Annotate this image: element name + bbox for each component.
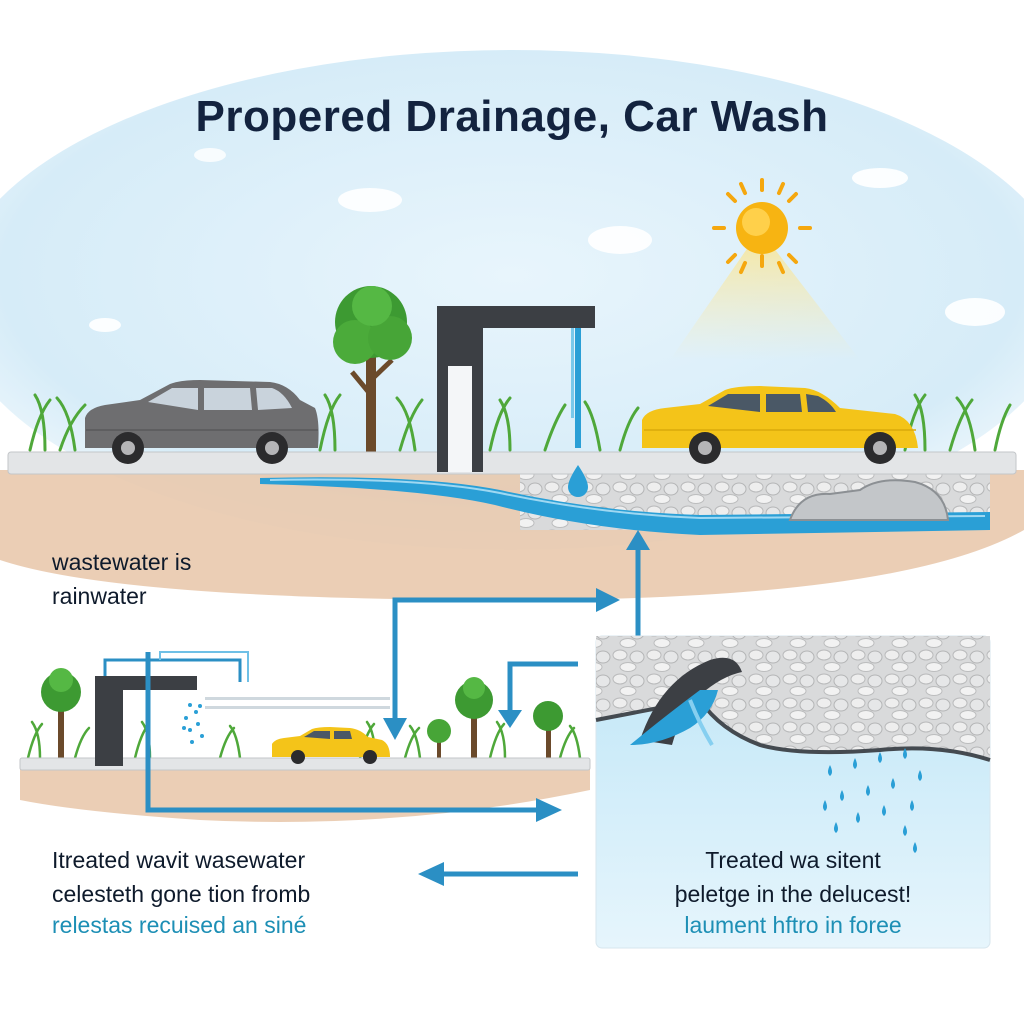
right-box-label-line2: þeletge in the delucest!	[674, 881, 912, 907]
lower-soil	[20, 768, 590, 822]
upper-left-label-line2: rainwater	[52, 583, 147, 609]
page-title: Propered Drainage, Car Wash	[195, 92, 829, 141]
flow-arrows	[145, 597, 600, 877]
lower-left-label-line1: Itreated wavit wasewater	[52, 847, 306, 873]
tree-icon	[333, 286, 412, 452]
upper-road	[7, 451, 1017, 475]
sun-icon	[670, 178, 860, 360]
right-box-label-line1: Treated wa sitent	[705, 847, 881, 873]
lower-yellow-car-icon	[272, 727, 390, 764]
lower-left-label-line3: relestas recuised an siné	[52, 912, 307, 938]
gray-car-icon	[85, 380, 319, 464]
upper-left-label-line1: wastewater is	[52, 549, 192, 575]
lower-road	[19, 757, 591, 771]
upper-grass	[28, 393, 1012, 452]
lower-wash-gantry-icon	[95, 651, 390, 766]
underground-stream	[260, 477, 990, 535]
water-drop-icon	[568, 465, 588, 497]
lower-left-label-line2: celesteth gone tion fromb	[52, 881, 311, 907]
lower-trees	[41, 668, 563, 758]
right-box-label-line3: laument hftro in foree	[684, 912, 902, 938]
wash-gantry-icon	[437, 306, 595, 472]
yellow-car-icon	[642, 386, 918, 464]
flow-arrowheads	[383, 588, 620, 886]
treatment-box	[595, 635, 991, 949]
